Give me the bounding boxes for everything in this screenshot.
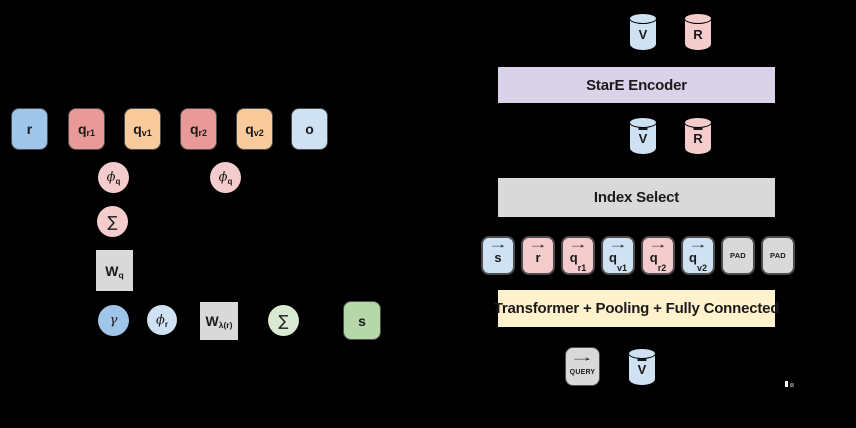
database-cylinder-v: V	[629, 13, 657, 51]
sequence-token-qr1: →qr1	[561, 236, 595, 275]
database-cylinder-v-bar: V	[629, 117, 657, 155]
entity-square-s: s	[343, 301, 381, 340]
entity-square-o: o	[291, 108, 328, 150]
database-cylinder-v-bar-output: V	[628, 348, 656, 386]
index-select-label: Index Select	[593, 189, 680, 206]
sequence-token-pad-2: PAD	[761, 236, 795, 275]
vector-arrow-icon: →	[647, 237, 669, 252]
database-cylinder-r: R	[684, 13, 712, 51]
vector-arrow-icon: →	[487, 237, 509, 252]
sequence-token-qv1: →qv1	[601, 236, 635, 275]
artifact-mark	[790, 383, 794, 387]
vector-arrow-icon: →	[569, 350, 596, 364]
vector-arrow-icon: →	[527, 237, 549, 252]
sum-node-messages: ∑	[268, 305, 299, 336]
stare-encoder-label: StarE Encoder	[586, 76, 687, 94]
sequence-token-qv2: →qv2	[681, 236, 715, 275]
sequence-token-qr2: →qr2	[641, 236, 675, 275]
entity-square-r: r	[11, 108, 48, 150]
database-cylinder-r-bar: R	[684, 117, 712, 155]
stare-encoder-block: StarE Encoder	[498, 67, 775, 103]
sequence-token-pad-1: PAD	[721, 236, 755, 275]
index-select-block: Index Select	[498, 178, 775, 217]
query-vector-box: →QUERY	[565, 347, 600, 386]
gamma-function-node: γ	[98, 305, 129, 336]
vector-arrow-icon: →	[607, 237, 629, 252]
artifact-mark	[785, 381, 788, 387]
transformer-pooling-fc-label: Transformer + Pooling + Fully Connected	[493, 300, 780, 317]
transformer-pooling-fc-block: Transformer + Pooling + Fully Connected	[494, 290, 779, 327]
vector-arrow-icon: →	[567, 237, 589, 252]
sequence-token-r: →r	[521, 236, 555, 275]
vector-arrow-icon: →	[687, 237, 709, 252]
sequence-token-s: →s	[481, 236, 515, 275]
sum-node-qualifiers: ∑	[97, 206, 128, 237]
